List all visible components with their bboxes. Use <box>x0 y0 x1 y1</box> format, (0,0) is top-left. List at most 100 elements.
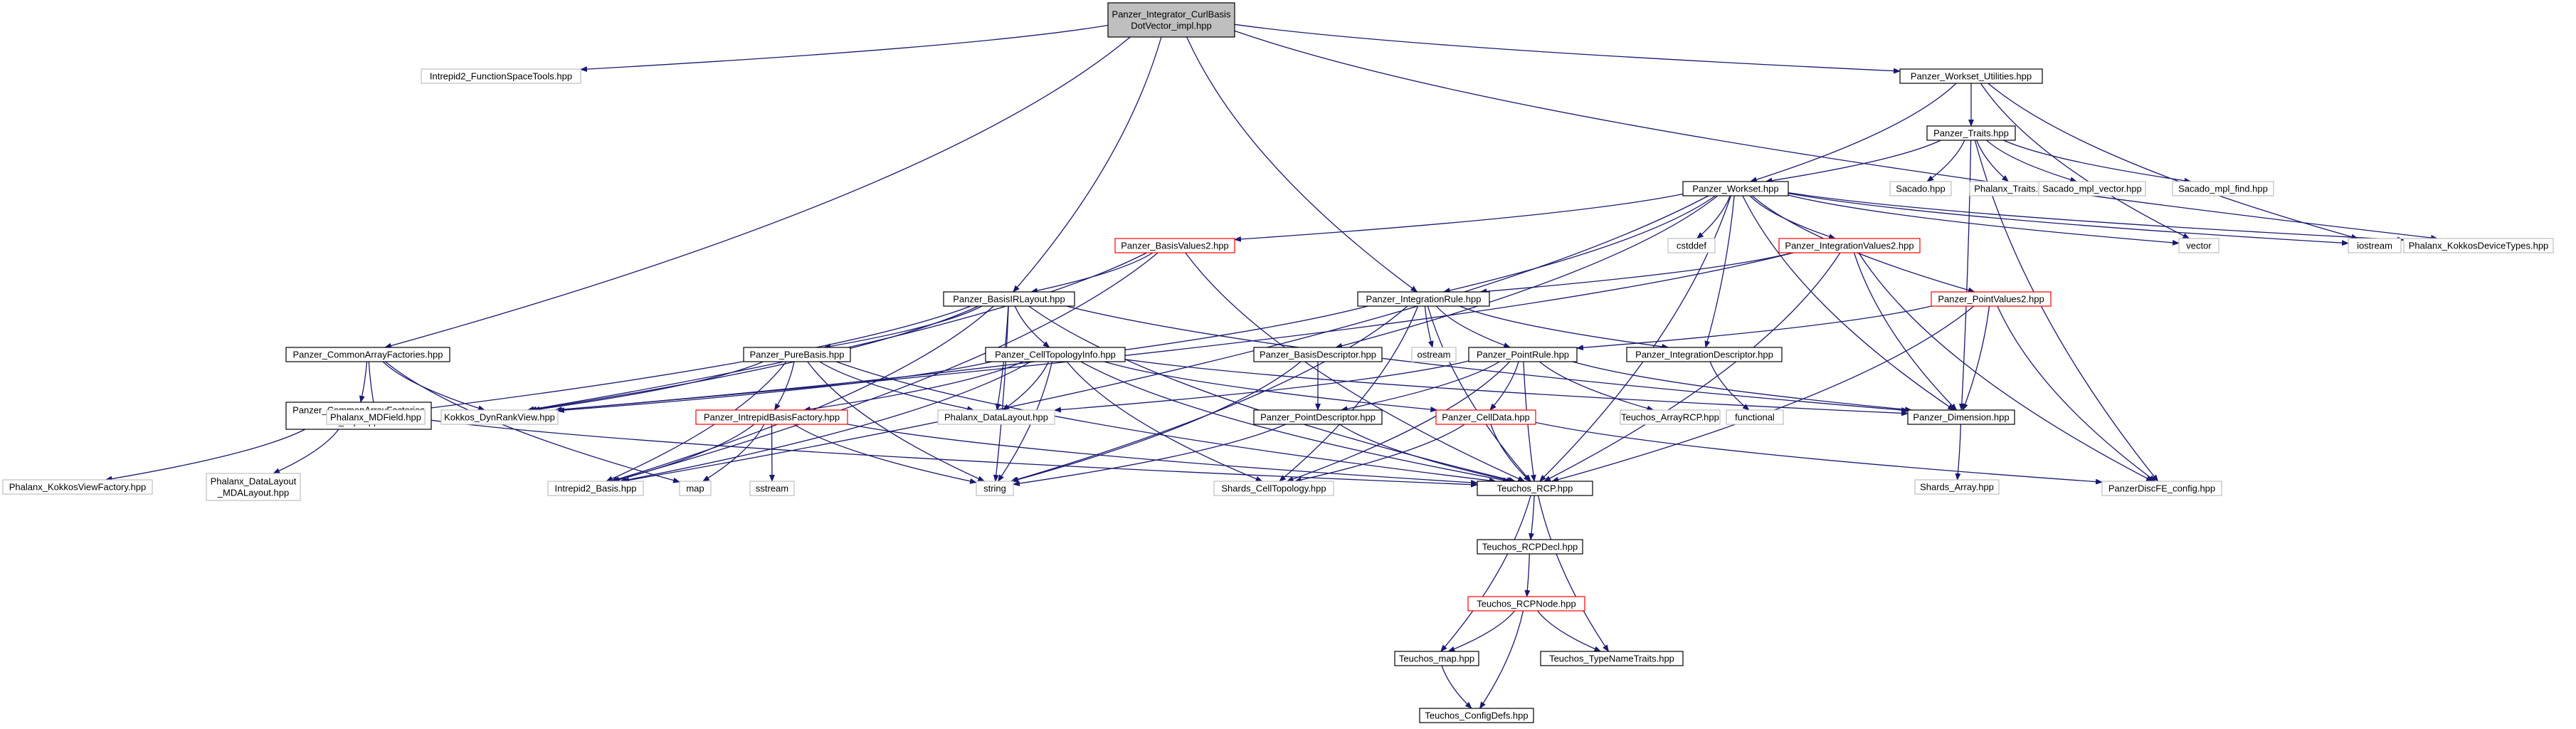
edge-workset-to-cstddef <box>1696 195 1731 239</box>
edge-cti-to-pdl <box>1002 361 1050 411</box>
node-label: Kokkos_DynRankView.hpp <box>444 412 555 423</box>
node-ostream: ostream <box>1411 347 1457 362</box>
node-workset[interactable]: Panzer_Workset.hpp <box>1682 181 1789 196</box>
node-pb[interactable]: Panzer_PureBasis.hpp <box>743 347 851 362</box>
edge-root-to-ir <box>1186 36 1418 293</box>
edge-pr-to-sct <box>1286 361 1510 482</box>
node-label: Sacado_mpl_vector.hpp <box>2042 184 2141 194</box>
node-traits[interactable]: Panzer_Traits.hpp <box>1926 125 2016 141</box>
node-box <box>1682 181 1789 196</box>
edge-layer <box>105 23 2439 709</box>
node-birl[interactable]: Panzer_BasisIRLayout.hpp <box>943 291 1075 307</box>
node-iv2[interactable]: Panzer_IntegrationValues2.hpp <box>1778 238 1921 253</box>
edge-root-to-caf <box>384 36 1131 349</box>
edge-rcpnode-to-ttnt <box>1537 610 1602 652</box>
edge-workset-to-id <box>1704 195 1735 348</box>
node-layer: Panzer_Integrator_CurlBasisDotVector_imp… <box>2 2 2554 723</box>
node-label: Teuchos_RCPDecl.hpp <box>1482 542 1578 552</box>
node-cstddef: cstddef <box>1667 238 1716 253</box>
node-sarr: Shards_Array.hpp <box>1914 479 2000 495</box>
node-label: Sacado_mpl_find.hpp <box>2178 184 2268 194</box>
node-bv2[interactable]: Panzer_BasisValues2.hpp <box>1114 238 1235 253</box>
node-root[interactable]: Panzer_Integrator_CurlBasisDotVector_imp… <box>1107 2 1235 38</box>
node-box <box>440 409 559 425</box>
node-box <box>1467 596 1585 612</box>
node-dim[interactable]: Panzer_Dimension.hpp <box>1907 409 2015 425</box>
node-box <box>679 481 712 496</box>
node-label: Panzer_PointDescriptor.hpp <box>1260 412 1376 423</box>
node-box <box>2101 481 2222 496</box>
edge-cti-to-i2b <box>619 361 1031 483</box>
edge-root-to-wsu <box>1234 23 1901 74</box>
node-ibf[interactable]: Panzer_IntrepidBasisFactory.hpp <box>695 409 848 425</box>
node-box <box>937 409 1055 425</box>
node-wsu[interactable]: Panzer_Workset_Utilities.hpp <box>1899 68 2043 84</box>
edge-ibf-to-i2b <box>612 424 755 483</box>
node-rcpdecl[interactable]: Teuchos_RCPDecl.hpp <box>1477 539 1583 555</box>
node-sct: Shards_CellTopology.hpp <box>1213 481 1334 496</box>
node-box <box>1357 291 1490 307</box>
edge-cafi-to-pdlmda <box>273 429 339 474</box>
node-mdf: Phalanx_MDField.hpp <box>326 409 426 425</box>
node-label: Panzer_IntegrationDescriptor.hpp <box>1635 350 1773 360</box>
node-cti[interactable]: Panzer_CellTopologyInfo.hpp <box>985 347 1126 362</box>
edge-pv2-to-pr <box>1576 305 1932 351</box>
node-box <box>1419 708 1534 723</box>
node-id[interactable]: Panzer_IntegrationDescriptor.hpp <box>1626 347 1783 362</box>
edge-cti-to-rcp <box>1080 361 1511 483</box>
edge-celldata-to-pdfe <box>1535 421 2103 485</box>
edge-rcp-to-rcpdecl <box>1529 495 1535 540</box>
edge-cti-to-sct <box>1066 361 1263 482</box>
node-label: cstddef <box>1677 241 1706 251</box>
edge-workset-to-ir <box>1442 195 1716 293</box>
node-kdrv: Kokkos_DynRankView.hpp <box>440 409 559 425</box>
node-ir[interactable]: Panzer_IntegrationRule.hpp <box>1357 291 1490 307</box>
node-box <box>695 409 848 425</box>
edge-workset-to-bv2 <box>1234 193 1684 242</box>
edge-pb-to-ibf <box>774 361 795 411</box>
node-box <box>1107 2 1235 38</box>
edge-bv2-to-rcp <box>1185 252 1526 482</box>
node-label: Teuchos_TypeNameTraits.hpp <box>1549 654 1674 664</box>
edge-caf-to-cafi <box>359 361 368 403</box>
node-tmap[interactable]: Teuchos_map.hpp <box>1394 651 1479 666</box>
node-box <box>1253 409 1383 425</box>
edge-celldata-to-sct <box>1294 424 1465 483</box>
node-label: iostream <box>2357 241 2392 251</box>
node-label: Panzer_PointRule.hpp <box>1477 350 1569 360</box>
edge-birl-to-mdf <box>413 305 971 412</box>
edge-cti-to-celldata <box>1104 361 1438 413</box>
node-functional: functional <box>1726 409 1784 425</box>
edge-tmap-to-tcd <box>1441 665 1472 709</box>
node-smplf: Sacado_mpl_find.hpp <box>2172 181 2274 196</box>
node-pd[interactable]: Panzer_PointDescriptor.hpp <box>1253 409 1383 425</box>
node-label: Phalanx_KokkosViewFactory.hpp <box>9 482 146 493</box>
node-ttnt[interactable]: Teuchos_TypeNameTraits.hpp <box>1540 651 1684 666</box>
node-rcp[interactable]: Teuchos_RCP.hpp <box>1477 481 1593 496</box>
edge-wsu-to-workset <box>1749 83 1957 183</box>
node-caf[interactable]: Panzer_CommonArrayFactories.hpp <box>285 347 450 362</box>
node-label: DotVector_impl.hpp <box>1131 21 1211 31</box>
edge-pr-to-celldata <box>1489 361 1519 411</box>
node-label: Panzer_Dimension.hpp <box>1913 412 2009 423</box>
node-i2b: Intrepid2_Basis.hpp <box>547 481 644 496</box>
node-box <box>1253 347 1383 362</box>
edge-pv2-to-pdfe <box>1997 305 2156 482</box>
node-bd[interactable]: Panzer_BasisDescriptor.hpp <box>1253 347 1383 362</box>
node-pv2[interactable]: Panzer_PointValues2.hpp <box>1931 291 2052 307</box>
edge-rcp-to-tmap <box>1440 495 1531 652</box>
node-label: string <box>983 483 1006 494</box>
edge-wsu-to-vector <box>1980 83 2190 239</box>
node-label: Phalanx_DataLayout <box>211 476 297 487</box>
node-pdfe: PanzerDiscFE_config.hpp <box>2101 481 2222 496</box>
node-box <box>2172 181 2274 196</box>
node-sstream: sstream <box>749 481 795 496</box>
node-tcd[interactable]: Teuchos_ConfigDefs.hpp <box>1419 708 1534 723</box>
node-rcpnode[interactable]: Teuchos_RCPNode.hpp <box>1467 596 1585 612</box>
node-pr[interactable]: Panzer_PointRule.hpp <box>1468 347 1578 362</box>
node-celldata[interactable]: Panzer_CellData.hpp <box>1435 409 1536 425</box>
edge-workset-to-bd <box>1335 195 1719 349</box>
edge-traits-to-dim <box>1958 140 1972 411</box>
edge-pd-to-rcp <box>1339 424 1514 483</box>
edge-birl-to-string <box>993 305 1009 482</box>
